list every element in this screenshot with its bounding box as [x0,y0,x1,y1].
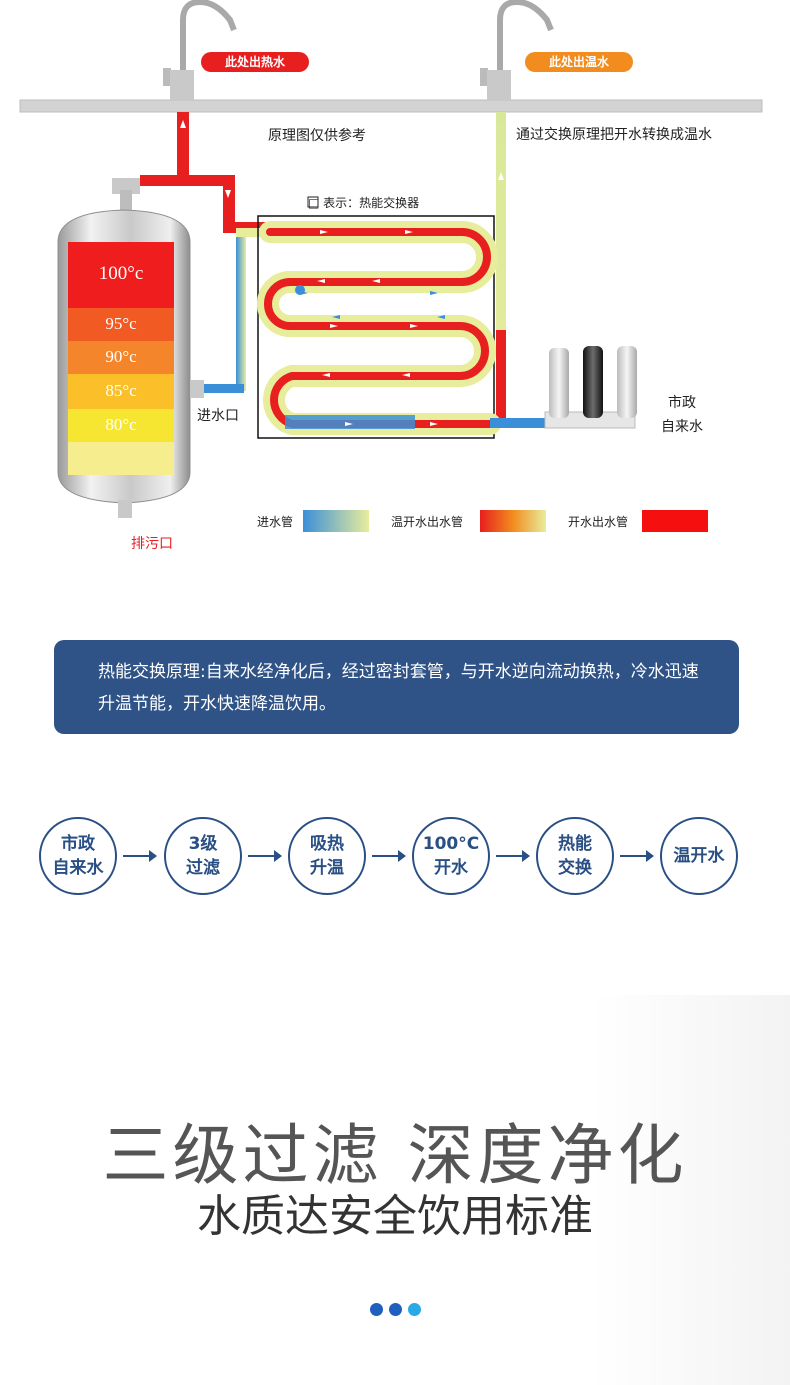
hot-outlet-badge: 此处出热水 [201,52,309,72]
step-arrow [496,850,530,862]
subheadline: 水质达安全饮用标准 [197,1191,593,1242]
legend-warm-label: 温开水出水管 [391,515,464,529]
exchange-note: 通过交换原理把开水转换成温水 [516,127,712,143]
tank-temp-100: 100°c [98,263,144,284]
legend-warm-swatch [480,510,546,532]
exchanger-legend-square [307,196,319,208]
municipal-label-2: 自来水 [661,419,703,435]
flow-arrows-cold [300,291,445,319]
step-boiling: 100°C 开水 [412,817,490,895]
principle-text: 热能交换原理:自来水经净化后，经过密封套管，与开水逆向流动换热，冷水迅速升温节能… [98,662,699,714]
water-tank [57,178,204,518]
inlet-pipe [198,228,266,393]
heat-exchange-diagram [19,0,763,518]
step-arrow [620,850,654,862]
step-label: 3级 过滤 [186,834,220,878]
warm-faucet [480,0,554,100]
legend-inlet-swatch [303,510,369,532]
pagination-dot[interactable] [389,1303,402,1316]
heat-exchanger-box [257,215,495,439]
step-warm-water: 温开水 [660,817,738,895]
drain-label: 排污口 [131,536,173,552]
pagination-dot[interactable] [370,1303,383,1316]
step-filtration: 3级 过滤 [164,817,242,895]
step-exchange: 热能 交换 [536,817,614,895]
municipal-label-1: 市政 [668,395,696,411]
tank-temp-90: 90°c [105,347,137,366]
step-label: 温开水 [673,846,725,866]
pagination-dot-active[interactable] [408,1303,421,1316]
step-label: 100°C 开水 [422,834,480,878]
exchanger-coil [257,221,501,435]
step-arrow [123,850,157,862]
pipe-arrows [180,120,504,198]
step-label: 吸热 升温 [310,834,344,878]
coil-cold-segment [285,415,415,429]
legend-hot-label: 开水出水管 [568,515,629,529]
reference-note: 原理图仅供参考 [268,128,366,144]
warm-outlet-pipe [496,112,506,425]
step-label: 市政 自来水 [52,834,104,878]
counter-top [19,99,763,113]
flow-arrows [317,230,438,426]
step-heat-absorb: 吸热 升温 [288,817,366,895]
tank-temp-85: 85°c [105,381,137,400]
step-arrow [248,850,282,862]
principle-banner: 热能交换原理:自来水经净化后，经过密封套管，与开水逆向流动换热，冷水迅速升温节能… [54,640,739,734]
tank-temp-80: 80°c [105,415,137,434]
legend-inlet-label: 进水管 [257,515,294,529]
filter-unit [544,346,637,429]
background-panel [590,995,790,1385]
legend-hot-swatch [642,510,708,532]
headline: 三级过滤 深度净化 [102,1117,688,1194]
municipal-feed-pipe [490,418,550,428]
inlet-label: 进水口 [197,408,239,424]
step-arrow [372,850,406,862]
tank-temp-95: 95°c [105,314,137,333]
hot-faucet [163,0,237,100]
step-label: 热能 交换 [558,834,592,878]
warm-outlet-badge: 此处出温水 [525,52,633,72]
step-municipal-water: 市政 自来水 [39,817,117,895]
exchanger-legend: □ 表示：热能交换器 [308,196,420,210]
hot-outlet-pipe [140,112,283,233]
